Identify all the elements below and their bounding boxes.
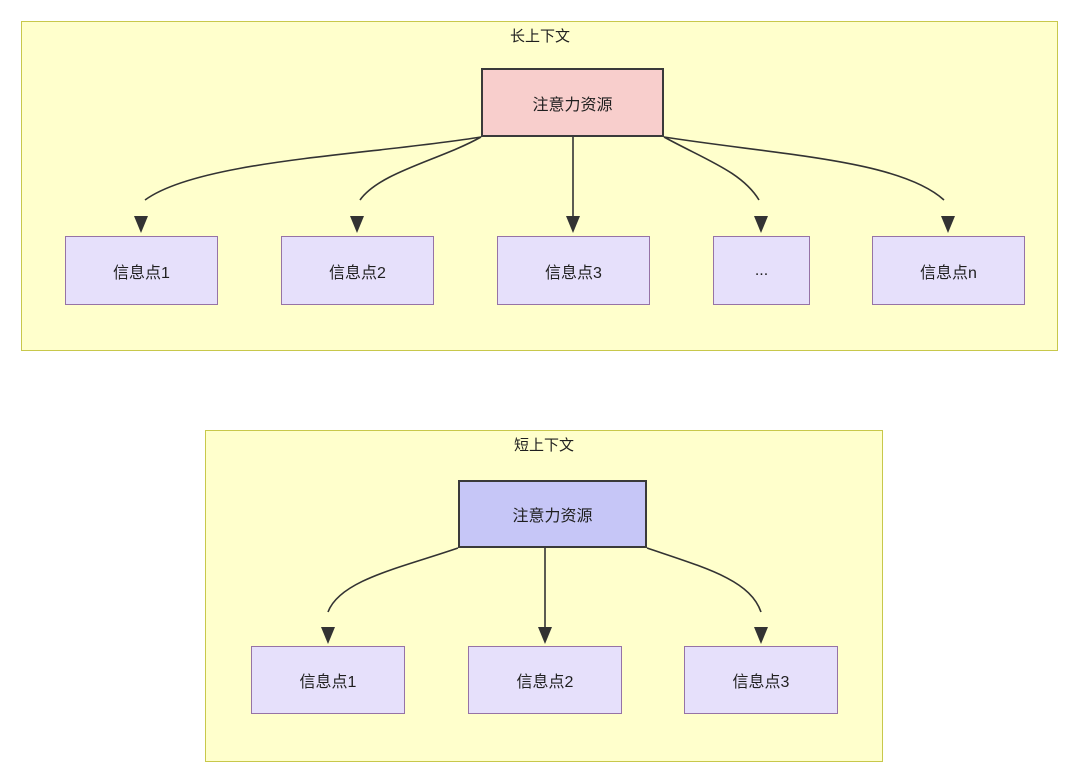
- node-info-short-2[interactable]: 信息点2: [468, 646, 622, 714]
- node-info-long-1[interactable]: 信息点1: [65, 236, 218, 305]
- node-info-long-3[interactable]: 信息点3: [497, 236, 650, 305]
- node-info-long-n[interactable]: 信息点n: [872, 236, 1025, 305]
- node-info-long-1-label: 信息点1: [113, 264, 170, 282]
- node-info-long-2-label: 信息点2: [329, 264, 386, 282]
- node-info-long-3-label: 信息点3: [545, 264, 602, 282]
- node-info-long-n-label: 信息点n: [920, 264, 977, 282]
- node-info-short-3[interactable]: 信息点3: [684, 646, 838, 714]
- group-short-context-title: 短上下文: [513, 437, 574, 454]
- node-attention-long[interactable]: 注意力资源: [481, 68, 664, 137]
- node-info-short-2-label: 信息点2: [516, 674, 574, 691]
- node-info-long-2[interactable]: 信息点2: [281, 236, 434, 305]
- node-info-short-1[interactable]: 信息点1: [251, 646, 405, 714]
- node-info-long-ellipsis-label: ...: [754, 261, 769, 279]
- group-long-context-title: 长上下文: [509, 28, 570, 45]
- node-attention-long-label: 注意力资源: [532, 96, 613, 114]
- node-info-short-1-label: 信息点1: [299, 674, 357, 691]
- node-attention-short-label: 注意力资源: [512, 508, 593, 525]
- node-info-short-3-label: 信息点3: [732, 674, 790, 691]
- node-attention-short[interactable]: 注意力资源: [458, 480, 647, 548]
- node-info-long-ellipsis[interactable]: ...: [713, 236, 810, 305]
